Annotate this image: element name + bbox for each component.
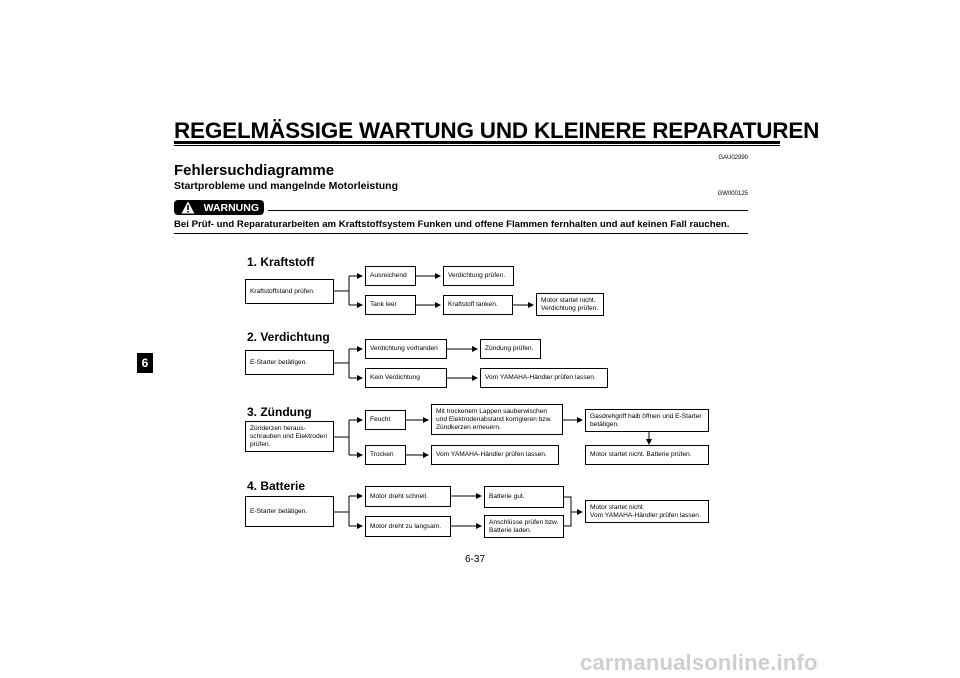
warning-text: Bei Prüf- und Reparaturarbeiten am Kraft… (174, 219, 730, 230)
box-anschluesse-pruefen: Anschlüsse prüfen bzw. Batterie laden. (484, 515, 564, 538)
section-title: Fehlersuchdiagramme (174, 162, 335, 179)
step-title-batterie: 4. Batterie (247, 479, 306, 493)
box-zuendkerzen-pruefen: Zünderzen heraus- schrauben und Elektrod… (245, 421, 334, 452)
warning-label: WARNUNG (203, 201, 259, 214)
box-gasdrehgriff: Gasdrehgriff halb öffnen und E-Starter b… (585, 409, 709, 432)
step-title-zuendung: 3. Zündung (247, 405, 312, 419)
box-batterie-pruefen: Motor startet nicht. Batterie prüfen. (585, 445, 709, 465)
box-verdichtung-pruefen: Verdichtung prüfen. (443, 266, 514, 286)
box-verdichtung-vorhanden: Verdichtung vorhanden (365, 339, 447, 359)
step-title-kraftstoff: 1. Kraftstoff (247, 255, 315, 269)
warning-badge: WARNUNG (174, 200, 264, 215)
box-tank-leer: Tank leer (365, 295, 416, 315)
box-kraftstoffstand: Kraftstoffstand prüfen. (245, 279, 334, 304)
box-zuendung-haendler: Vom YAMAHA-Händler prüfen lassen. (431, 445, 559, 465)
page-number: 6-37 (465, 554, 486, 565)
box-motor-dreht-schnell: Motor dreht schnell. (365, 486, 451, 507)
page-header-title: REGELMÄSSIGE WARTUNG UND KLEINERE REPARA… (174, 118, 820, 143)
header-rule-thin (174, 145, 780, 146)
box-batterie-haendler: Motor startet nicht. Vom YAMAHA-Händler … (585, 500, 709, 523)
box-verdichtung-haendler: Vom YAMAHA-Händler prüfen lassen. (480, 368, 608, 388)
box-keine-verdichtung: Kein Verdichtung (365, 368, 447, 388)
warning-rule-top (268, 210, 748, 211)
box-trocken: Trocken (365, 445, 406, 465)
box-kraftstoff-startet-nicht: Motor startet nicht. Verdichtung prüfen. (536, 293, 604, 316)
box-zuendung-pruefen: Zündung prüfen. (480, 339, 541, 359)
box-kraftstoff-tanken: Kraftstoff tanken. (443, 295, 513, 315)
section-code: GAU02990 (718, 155, 748, 161)
box-motor-dreht-langsam: Motor dreht zu langsam. (365, 516, 451, 537)
chapter-tab: 6 (137, 353, 153, 373)
box-ausreichend: Ausreichend (365, 266, 416, 286)
box-feucht: Feucht (365, 410, 406, 430)
box-verdichtung-estarter: E-Starter betätigen. (245, 350, 334, 375)
watermark: carmanualsonline.info (580, 650, 818, 675)
box-lappen-sauberwischen: Mit trockenem Lappen sauberwischen und E… (431, 404, 563, 435)
warning-triangle-icon (181, 201, 195, 214)
box-batterie-gut: Batterie gut. (484, 486, 564, 508)
warning-rule-bottom (174, 233, 748, 234)
warning-code: GW000125 (717, 191, 748, 197)
step-title-verdichtung: 2. Verdichtung (247, 330, 330, 344)
header-rule-thick (174, 141, 780, 144)
section-subtitle: Startprobleme und mangelnde Motorleistun… (174, 180, 399, 192)
box-batterie-estarter: E-Starter betätigen. (245, 496, 334, 527)
